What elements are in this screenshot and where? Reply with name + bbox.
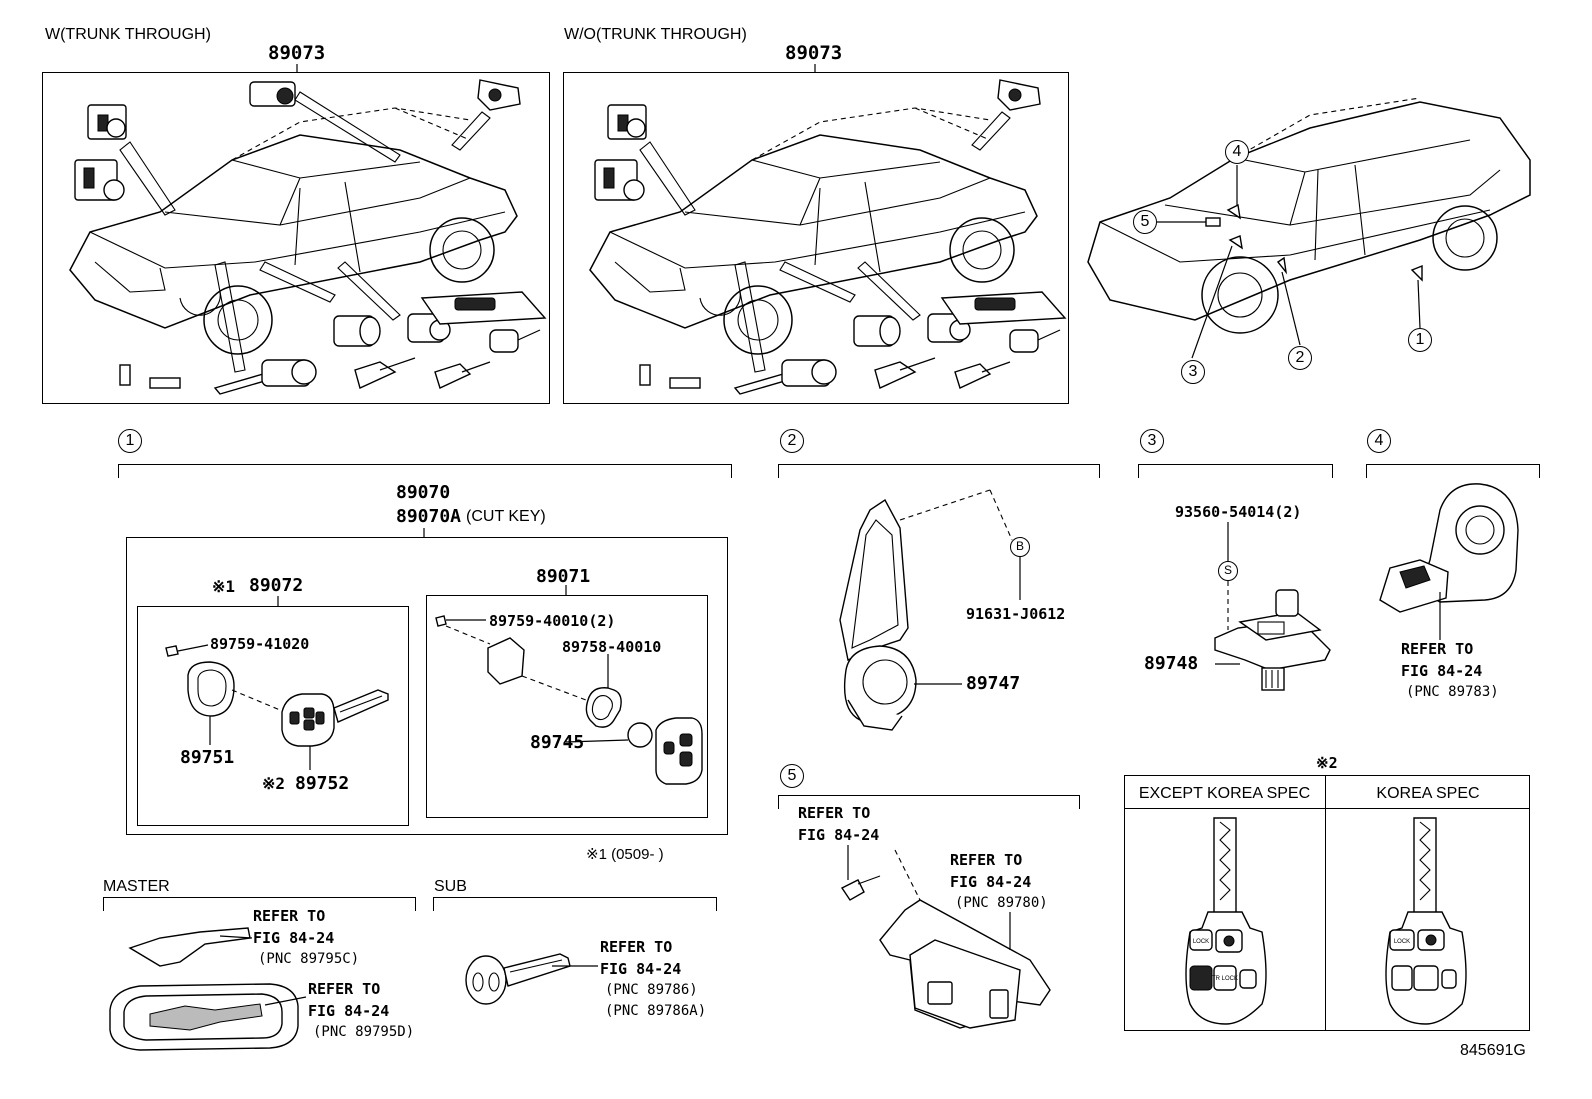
bolt-mark-b: B bbox=[1010, 537, 1030, 557]
part-number-89745: 89745 bbox=[530, 732, 585, 753]
except-korea-spec-header: EXCEPT KOREA SPEC bbox=[1138, 785, 1311, 802]
part-number-89759-41020: 89759-41020 bbox=[210, 635, 310, 653]
part-number-89759-40010: 89759-40010(2) bbox=[489, 612, 616, 630]
section-5-refer-line1: REFER TO bbox=[950, 851, 1023, 869]
section-5-bolt-refer-line1: REFER TO bbox=[798, 804, 871, 822]
sedan-location-illustration bbox=[1087, 97, 1531, 359]
section-5-refer-line2: FIG 84-24 bbox=[950, 873, 1032, 891]
sedan-right-illustration bbox=[589, 79, 1067, 395]
section-2-bracket bbox=[778, 464, 1100, 478]
section-1-bracket bbox=[118, 464, 732, 478]
sedan-left-illustration bbox=[69, 79, 547, 395]
cut-key-note: (CUT KEY) bbox=[466, 508, 546, 525]
location-marker-3: 3 bbox=[1181, 360, 1205, 384]
part-number-89071: 89071 bbox=[536, 566, 591, 587]
section-5-bolt-refer-line2: FIG 84-24 bbox=[798, 826, 880, 844]
location-marker-1: 1 bbox=[1408, 328, 1432, 352]
part-number-89070: 89070 bbox=[396, 482, 451, 503]
key-spec-table-header-rule bbox=[1124, 808, 1530, 809]
section-5-marker: 5 bbox=[780, 764, 804, 788]
section-4-refer-pnc: (PNC 89783) bbox=[1406, 684, 1499, 700]
group-89071-frame bbox=[426, 595, 708, 818]
location-marker-2: 2 bbox=[1288, 346, 1312, 370]
transmitter-set-frame bbox=[126, 537, 728, 835]
sub-bracket bbox=[433, 897, 717, 911]
master-case-refer-pnc: (PNC 89795D) bbox=[313, 1024, 415, 1040]
korea-spec-header: KOREA SPEC bbox=[1376, 785, 1480, 802]
key-except-korea-spec: LOCK TR LOCK bbox=[1185, 817, 1267, 1025]
master-case-refer-line1: REFER TO bbox=[308, 980, 381, 998]
key-right-lock-label: LOCK bbox=[1394, 939, 1410, 945]
master-case-refer-line2: FIG 84-24 bbox=[308, 1002, 390, 1020]
key-spec-table bbox=[1124, 775, 1530, 1031]
key-korea-spec: LOCK bbox=[1385, 817, 1467, 1025]
section-4-bracket bbox=[1366, 464, 1540, 478]
section-4-marker: 4 bbox=[1367, 429, 1391, 453]
sub-key-refer-line1: REFER TO bbox=[600, 938, 673, 956]
section-2-marker: 2 bbox=[780, 429, 804, 453]
master-label: MASTER bbox=[103, 878, 170, 895]
location-marker-5: 5 bbox=[1133, 210, 1157, 234]
part-number-89070a: 89070A bbox=[396, 506, 462, 527]
part-number-89072: 89072 bbox=[249, 575, 304, 596]
set-part-number-right: 89073 bbox=[785, 42, 843, 64]
screw-mark-s: S bbox=[1218, 561, 1238, 581]
section-3-marker: 3 bbox=[1140, 429, 1164, 453]
footnote-date-range: ※1 (0509- ) bbox=[586, 846, 664, 863]
car-overview-with-trunk-through bbox=[42, 72, 550, 404]
sub-key-refer-pnc1: (PNC 89786) bbox=[605, 982, 698, 998]
key-left-tr-lock-label: TR LOCK bbox=[1212, 976, 1238, 982]
section-5-refer-pnc: (PNC 89780) bbox=[955, 895, 1048, 911]
illustration-id: 845691G bbox=[1460, 1042, 1526, 1059]
with-trunk-through-label: W(TRUNK THROUGH) bbox=[45, 26, 211, 43]
section-3-bracket bbox=[1138, 464, 1333, 478]
key-left-lock-label: LOCK bbox=[1193, 939, 1209, 945]
part-number-93560-54014: 93560-54014(2) bbox=[1175, 503, 1302, 521]
section-1-marker: 1 bbox=[118, 429, 142, 453]
part-number-89747: 89747 bbox=[966, 673, 1021, 694]
sub-label: SUB bbox=[434, 878, 467, 895]
section-4-refer-line1: REFER TO bbox=[1401, 640, 1474, 658]
key-spec-table-column-rule bbox=[1325, 775, 1326, 1031]
sub-key-refer-pnc2: (PNC 89786A) bbox=[605, 1003, 707, 1019]
master-card-refer-line2: FIG 84-24 bbox=[253, 929, 335, 947]
part-number-89758-40010: 89758-40010 bbox=[562, 638, 662, 656]
part-number-89748: 89748 bbox=[1144, 653, 1199, 674]
sub-key-refer-line2: FIG 84-24 bbox=[600, 960, 682, 978]
spec-table-mark: ※2 bbox=[1316, 754, 1338, 772]
master-card-refer-pnc: (PNC 89795C) bbox=[258, 951, 360, 967]
master-card-refer-line1: REFER TO bbox=[253, 907, 326, 925]
section-5-bracket bbox=[778, 795, 1080, 809]
location-marker-4: 4 bbox=[1225, 140, 1249, 164]
car-overview-without-trunk-through bbox=[563, 72, 1069, 404]
set-part-number-left: 89073 bbox=[268, 42, 326, 64]
section-4-refer-line2: FIG 84-24 bbox=[1401, 662, 1483, 680]
master-bracket bbox=[103, 897, 416, 911]
key-spec-mark: ※2 bbox=[262, 774, 286, 793]
part-number-89751: 89751 bbox=[180, 747, 235, 768]
part-number-91631-j0612: 91631-J0612 bbox=[966, 605, 1066, 623]
without-trunk-through-label: W/O(TRUNK THROUGH) bbox=[564, 26, 747, 43]
part-number-89752: 89752 bbox=[295, 773, 350, 794]
group-89072-frame bbox=[137, 606, 409, 826]
group-89072-mark: ※1 bbox=[212, 577, 236, 596]
